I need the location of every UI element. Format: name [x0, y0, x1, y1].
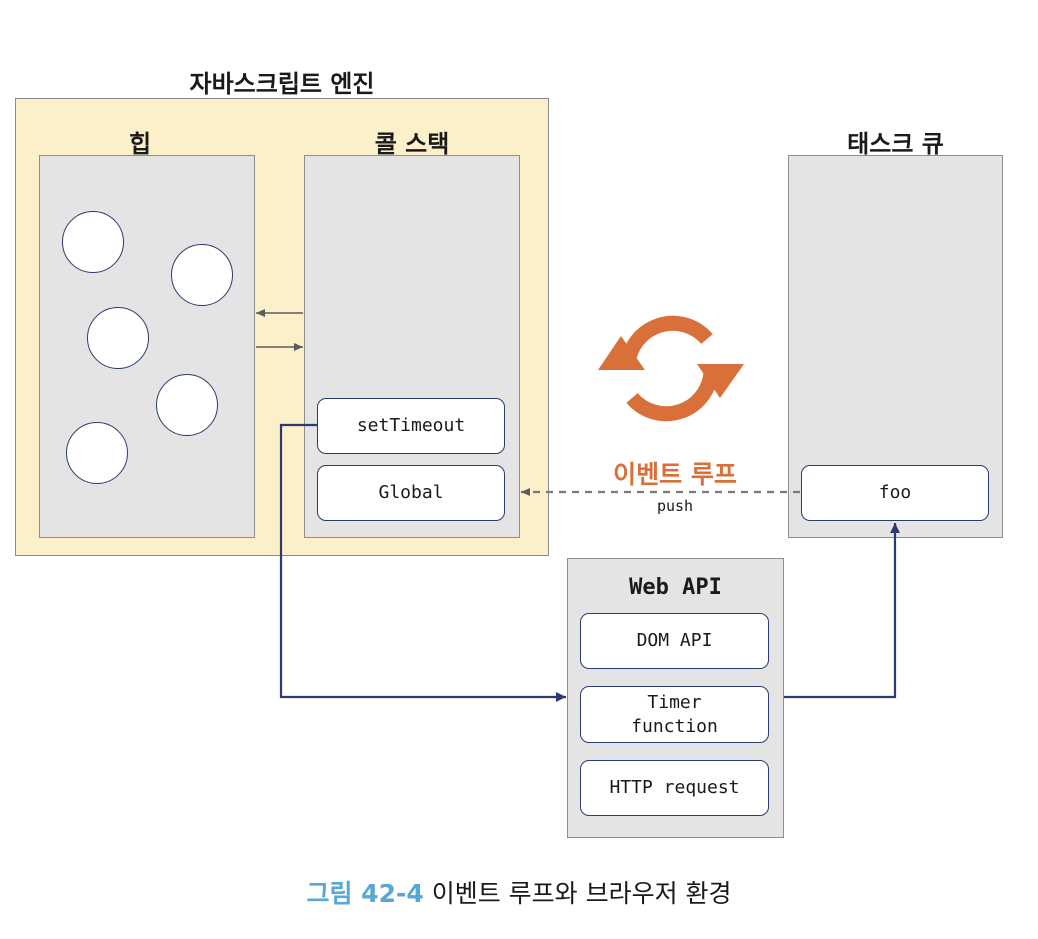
web-api-dom: DOM API — [580, 613, 769, 669]
task-queue-item-foo: foo — [801, 465, 989, 521]
stack-frame-settimeout: setTimeout — [317, 398, 505, 454]
web-api-timer: Timer function — [580, 686, 769, 743]
webapi-to-taskqueue-arrow — [784, 523, 900, 699]
event-loop-label: 이벤트 루프 — [613, 460, 737, 489]
stack-frame-global: Global — [317, 465, 505, 521]
figure-caption: 그림 42-4 이벤트 루프와 브라우저 환경 — [0, 874, 1038, 910]
figure-caption-text: 이벤트 루프와 브라우저 환경 — [431, 879, 732, 908]
heap-object — [156, 374, 218, 436]
engine-title: 자바스크립트 엔진 — [189, 70, 375, 98]
heap-title: 힙 — [128, 130, 152, 158]
web-api-http: HTTP request — [580, 760, 769, 816]
heap-object — [87, 307, 149, 369]
settimeout-to-webapi-arrow — [279, 423, 566, 702]
task-queue-title: 태스크 큐 — [847, 130, 944, 158]
figure-number: 그림 42-4 — [306, 879, 424, 908]
heap-object — [66, 422, 128, 484]
call-stack-title: 콜 스택 — [374, 130, 450, 158]
heap-object — [171, 244, 233, 306]
heap-object — [62, 211, 124, 273]
event-loop-icon — [598, 315, 744, 422]
push-label: push — [656, 497, 694, 515]
web-api-title: Web API — [629, 575, 722, 600]
